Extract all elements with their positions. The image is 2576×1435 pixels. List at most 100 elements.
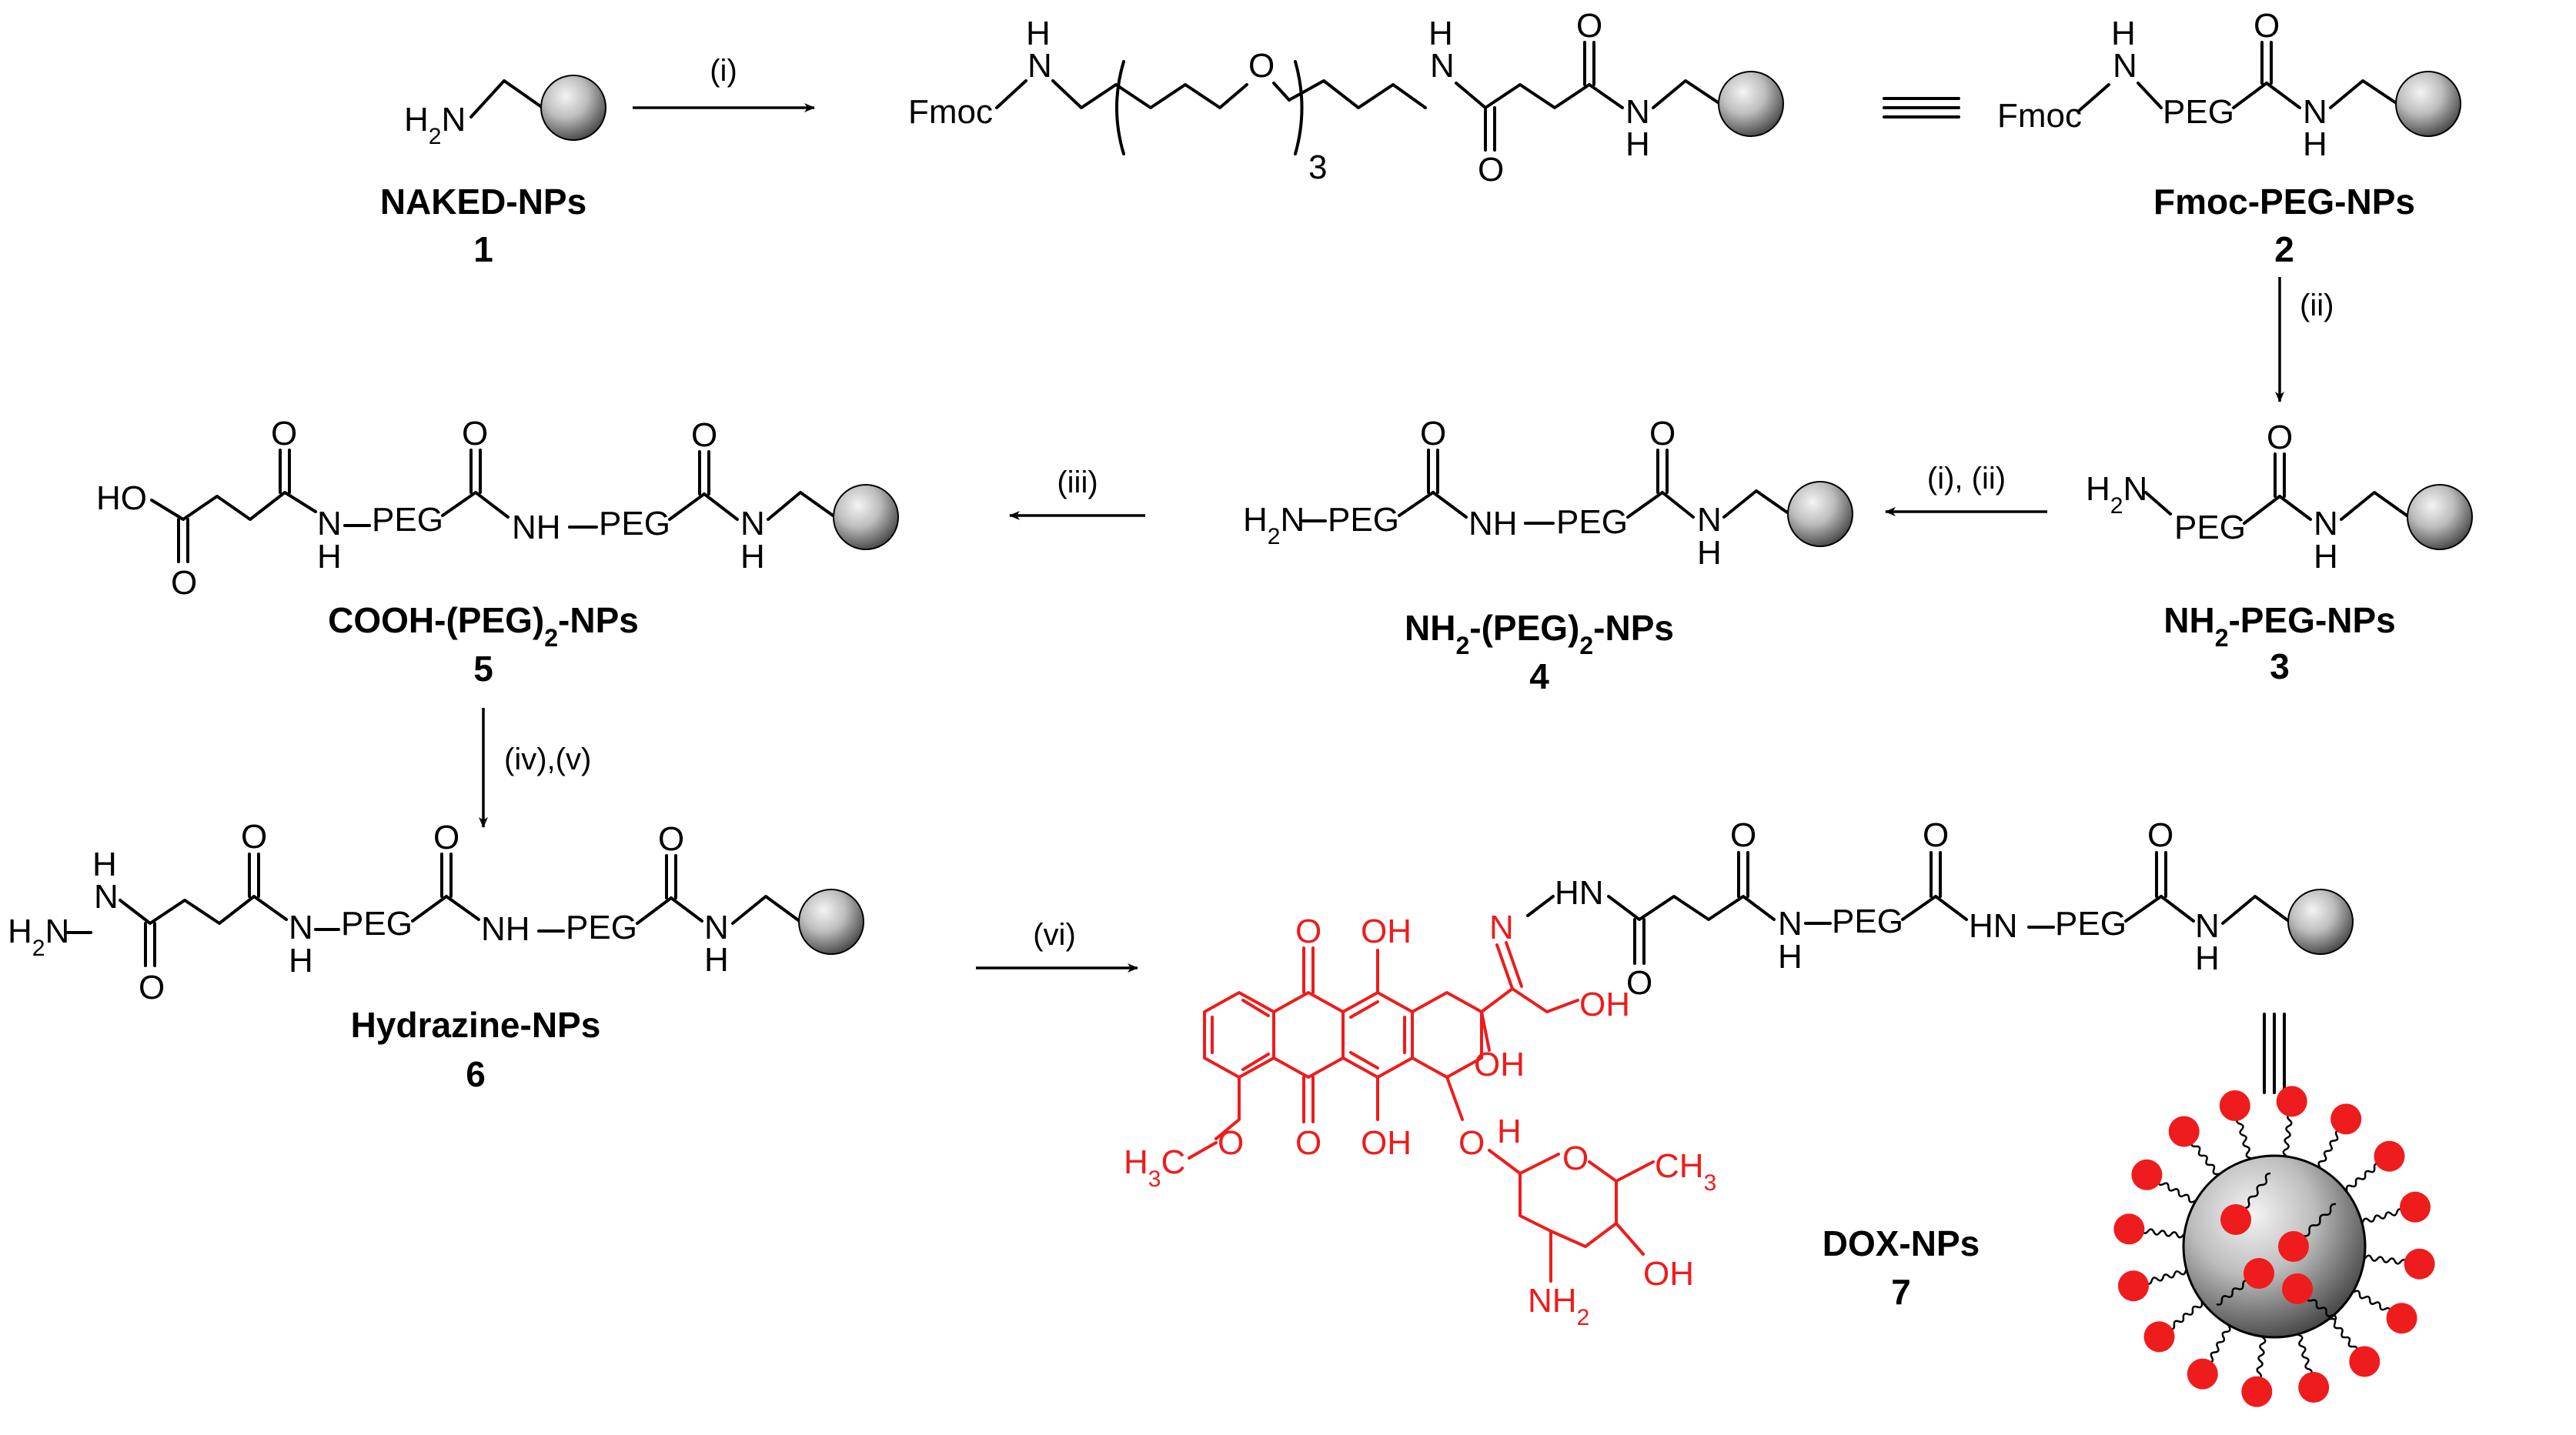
nanoparticle-3 — [2407, 484, 2473, 550]
linker-arm — [2326, 1313, 2358, 1352]
n-label: N — [1625, 93, 1650, 131]
c9-hydroxyl: OH — [1474, 1046, 1525, 1083]
hn-label: HN — [1555, 874, 1604, 912]
drug-linker-arms — [2113, 1086, 2435, 1407]
condition-vi: (vi) — [1033, 918, 1076, 952]
drug-dot — [2278, 1231, 2309, 1262]
o-label: O — [1626, 964, 1652, 1002]
nanoparticle-1 — [540, 75, 606, 141]
sugar-methyl: CH3 — [1655, 1147, 1716, 1196]
hydroxyl-label: HO — [96, 479, 147, 517]
compound-1-number: 1 — [473, 229, 493, 269]
drug-dot — [2349, 1346, 2381, 1377]
condition-iii: (iii) — [1057, 466, 1098, 499]
linker-arm — [2294, 1329, 2313, 1376]
h-label: H — [740, 538, 765, 576]
compound-1-structure: H2N — [404, 75, 606, 149]
peg-label: PEG — [2174, 509, 2246, 546]
n-label: N — [740, 505, 765, 542]
condition-i: (i) — [710, 54, 737, 88]
n-label: N — [94, 878, 119, 916]
nanoparticle-2 — [2395, 71, 2461, 137]
n-label: N — [317, 505, 342, 542]
quinone-oxygen-top: O — [1295, 913, 1321, 950]
amine-label: H2N — [2086, 470, 2147, 519]
drug-dot — [2282, 1273, 2313, 1304]
n-label: N — [1430, 47, 1455, 85]
linker-arm — [2141, 1228, 2190, 1239]
linker-arm — [2357, 1208, 2404, 1226]
nanoparticle-7 — [2287, 889, 2354, 955]
compound-4-name: NH2-(PEG)2-NPs — [1405, 608, 1674, 659]
hydrazone-nitrogen: N — [1489, 909, 1514, 946]
o-label: O — [1576, 7, 1602, 45]
drug-dot — [2298, 1372, 2330, 1403]
linker-arm — [2359, 1254, 2407, 1265]
o-label: O — [1649, 415, 1676, 452]
quinone-oxygen-bottom: O — [1295, 1124, 1321, 1162]
drug-dot — [2244, 1258, 2274, 1289]
linker-arm — [2208, 1320, 2233, 1364]
drug-dot — [2113, 1213, 2145, 1245]
nh-label: NH — [1468, 505, 1518, 542]
h-label: H — [317, 538, 342, 576]
h-label: H — [2195, 939, 2220, 977]
nanoparticle-4 — [1787, 481, 1853, 547]
drug-dot — [2404, 1248, 2435, 1280]
n-label: N — [1697, 501, 1722, 539]
o-label: O — [2254, 7, 2280, 45]
methoxy-oxygen: O — [1218, 1124, 1244, 1162]
o-label: O — [1478, 151, 1504, 189]
compound-5-name: COOH-(PEG)2-NPs — [328, 600, 639, 652]
amine-label: H2N — [1243, 501, 1305, 549]
linker-arm — [2145, 1266, 2192, 1285]
compound-6-structure: H2N N H O O N H PEG O NH PEG O N H — [8, 818, 864, 1006]
c7-hydrogen: H — [1497, 1113, 1522, 1150]
compound-7-name: DOX-NPs — [1823, 1223, 1980, 1263]
h-label: H — [289, 942, 313, 979]
drug-dot — [2143, 1321, 2175, 1353]
peg-label: PEG — [2055, 905, 2127, 943]
h-label: H — [1428, 15, 1453, 52]
amine-label: H2N — [8, 913, 69, 961]
h-label: H — [1625, 125, 1650, 163]
equivalence-sign-vertical — [2263, 1013, 2286, 1094]
nh-label: NH — [512, 509, 561, 546]
fmoc-label: Fmoc — [908, 93, 993, 131]
glycosidic-oxygen: O — [1458, 1124, 1485, 1162]
compound-4-number: 4 — [1529, 656, 1549, 696]
h-label: H — [704, 941, 729, 979]
o-label: O — [658, 820, 684, 858]
n-label: N — [289, 909, 313, 946]
peg-label: PEG — [1328, 501, 1399, 539]
o-label: O — [691, 416, 717, 454]
drug-dot — [2131, 1159, 2163, 1190]
o-label: O — [139, 969, 165, 1006]
methyl-label: H3C — [1124, 1143, 1185, 1192]
compound-5-number: 5 — [473, 649, 493, 689]
peg-label: PEG — [1832, 903, 1903, 940]
h-label: H — [2111, 15, 2136, 52]
compound-2-structure: Fmoc N H PEG O N H — [1997, 7, 2461, 163]
o-label: O — [1923, 816, 1949, 854]
fmoc-label: Fmoc — [1997, 97, 2082, 135]
h-label: H — [1026, 15, 1051, 52]
linker-arm — [2348, 1288, 2392, 1313]
primary-hydroxyl: OH — [1579, 986, 1630, 1023]
sugar-ring-oxygen: O — [1562, 1140, 1589, 1177]
hydroxyl-bottom: OH — [1361, 1124, 1412, 1162]
drug-dot — [2276, 1086, 2307, 1117]
hn-label: HN — [1969, 907, 2018, 945]
condition-iv-v: (iv),(v) — [504, 743, 591, 776]
h-label: H — [1778, 938, 1803, 976]
compound-7-linker: HN O O N H PEG O HN PEG O N H — [1526, 816, 2354, 1002]
compound-3-structure: H2N PEG O N H — [2086, 419, 2473, 576]
linker-arm — [2190, 1141, 2223, 1180]
drug-dot — [2219, 1090, 2250, 1121]
drug-dot — [2118, 1270, 2149, 1302]
h-label: H — [2314, 538, 2338, 576]
peg-label: PEG — [341, 905, 413, 943]
n-label: N — [1778, 905, 1803, 943]
hydroxyl-top: OH — [1361, 913, 1412, 950]
